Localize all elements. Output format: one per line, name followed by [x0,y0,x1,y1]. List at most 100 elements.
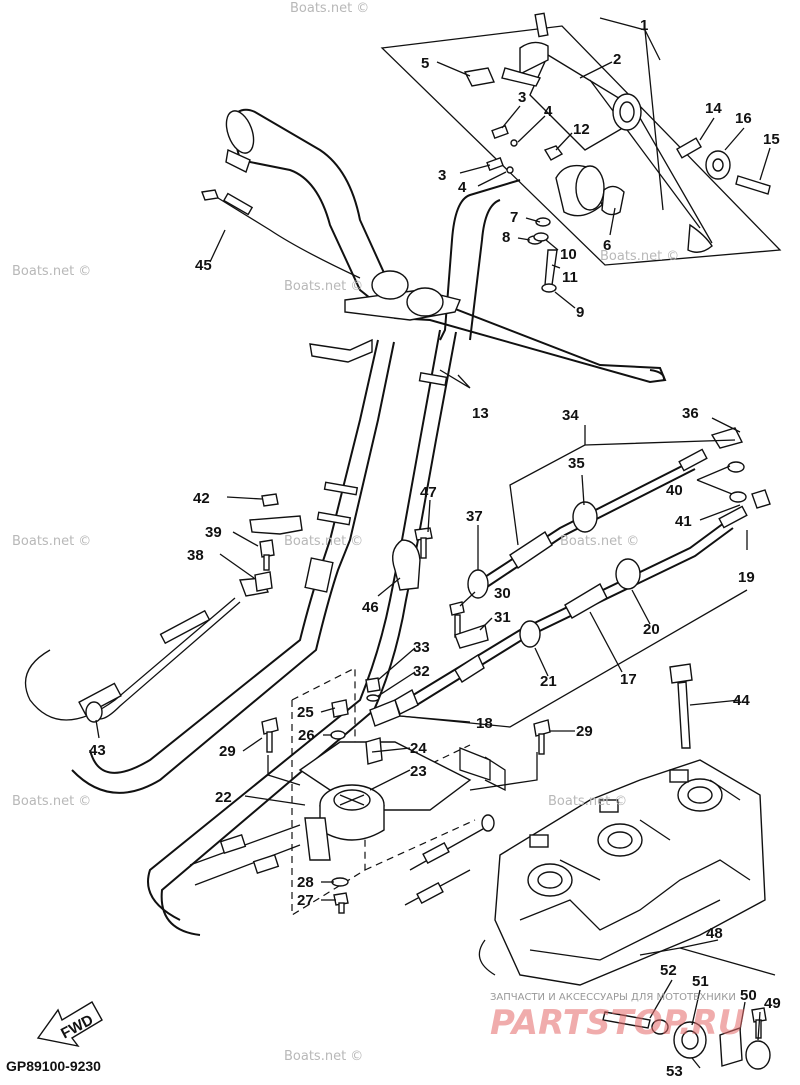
callout-9: 9 [576,304,584,321]
callout-49: 49 [764,995,781,1012]
callout-20: 20 [643,621,660,638]
callout-22: 22 [215,789,232,806]
lower-cable-ends [189,814,495,906]
cable-tie-44 [669,663,693,749]
handlebar-clamp [309,270,461,363]
fwd-arrow-icon: FWD [36,1001,103,1048]
watermark: Boats.net © [284,534,363,549]
watermark: Boats.net © [284,1049,363,1064]
callout-24: 24 [410,740,427,757]
screw-stack [527,217,558,293]
watermark: Boats.net © [600,249,679,264]
callout-35: 35 [568,455,585,472]
callout-41: 41 [675,513,692,530]
callout-29: 29 [219,743,236,760]
callout-8: 8 [502,229,510,246]
callout-43: 43 [89,742,106,759]
callout-47: 47 [420,484,437,501]
set-screws [486,124,518,174]
throttle-grip [529,53,713,253]
throttle-housing [555,164,625,217]
callout-21: 21 [540,673,557,690]
callout-17: 17 [620,671,637,688]
brand-subtitle: ЗАПЧАСТИ И АКСЕССУАРЫ ДЛЯ МОТОТЕХНИКИ [490,992,736,1003]
handlebar [225,108,667,384]
callout-12: 12 [573,121,590,138]
callout-33: 33 [413,639,430,656]
linkage-parts-48-53 [602,947,776,1070]
callout-15: 15 [763,131,780,148]
callout-27: 27 [297,892,314,909]
cable-guide-plate [267,741,538,811]
watermark: Boats.net © [560,534,639,549]
callout-3: 3 [438,167,446,184]
callout-53: 53 [666,1063,683,1080]
leader-lines [95,17,771,1069]
cable-43 [24,577,269,723]
callout-46: 46 [362,599,379,616]
handlebar-grip-assembly-outline [380,25,782,266]
callout-labels: 1 2 3 3 4 4 5 6 7 8 9 10 11 12 13 14 15 … [89,17,781,1080]
watermark: Boats.net © [12,264,91,279]
callout-19: 19 [738,569,755,586]
brand-watermark: ЗАПЧАСТИ И АКСЕССУАРЫ ДЛЯ МОТОТЕХНИКИ PA… [490,992,745,1043]
callout-26: 26 [298,727,315,744]
callout-28: 28 [297,874,314,891]
callout-11: 11 [562,269,578,286]
cable-end-45 [201,189,361,279]
cable-17 [394,505,748,715]
cable-run-left [71,339,395,794]
callout-4: 4 [458,179,467,196]
callout-13: 13 [472,405,489,422]
callout-7: 7 [510,209,518,226]
callout-25: 25 [297,704,314,721]
callout-3: 3 [518,89,526,106]
callout-37: 37 [466,508,483,525]
bolts-29 [261,717,551,755]
brand-logo: PARTSTOP.RU [490,1003,745,1043]
callout-5: 5 [421,55,429,72]
callout-52: 52 [660,962,677,979]
watermark: Boats.net © [290,1,369,16]
callout-38: 38 [187,547,204,564]
callout-48: 48 [706,925,723,942]
callout-18: 18 [476,715,493,732]
callout-2: 2 [613,51,621,68]
watermarks: Boats.net © Boats.net © Boats.net © Boat… [12,1,679,1064]
callout-6: 6 [603,237,611,254]
bracket-30-31 [449,601,489,649]
carburetor-assembly [478,759,766,986]
watermark: Boats.net © [12,534,91,549]
callout-16: 16 [735,110,752,127]
watermark: Boats.net © [12,794,91,809]
callout-42: 42 [193,490,210,507]
callout-50: 50 [740,987,757,1004]
watermark: Boats.net © [284,279,363,294]
cable-pulley-23 [304,784,385,861]
callout-29: 29 [576,723,593,740]
callout-1: 1 [640,17,648,34]
callout-51: 51 [692,973,709,990]
callout-32: 32 [413,663,430,680]
callout-44: 44 [733,692,750,709]
cable-clamp-46 [392,527,433,591]
callout-10: 10 [560,246,577,263]
cable-run-right [147,329,457,936]
callout-39: 39 [205,524,222,541]
callout-31: 31 [494,609,511,626]
end-cap-parts [676,137,771,195]
callout-14: 14 [705,100,722,117]
callout-23: 23 [410,763,427,780]
cable-bands [304,371,448,593]
throttle-lever [501,12,549,87]
callout-45: 45 [195,257,212,274]
cable-34 [467,427,771,599]
callout-40: 40 [666,482,683,499]
callout-30: 30 [494,585,511,602]
watermark: Boats.net © [548,794,627,809]
callout-34: 34 [562,407,579,424]
callout-4: 4 [544,103,553,120]
diagram-code: GP89100-9230 [6,1058,101,1074]
callout-36: 36 [682,405,699,422]
